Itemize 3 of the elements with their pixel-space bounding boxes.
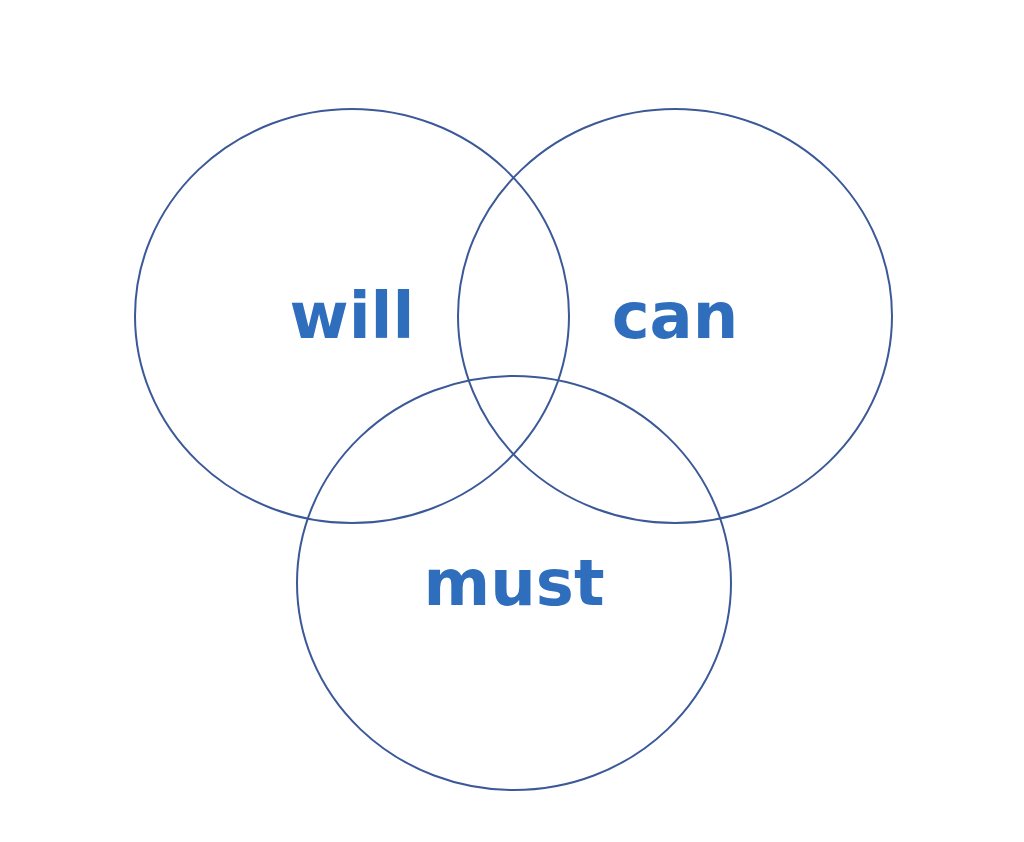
circle-label: will bbox=[289, 284, 415, 348]
circle-label: must bbox=[423, 551, 605, 615]
circle-label: can bbox=[611, 284, 739, 348]
